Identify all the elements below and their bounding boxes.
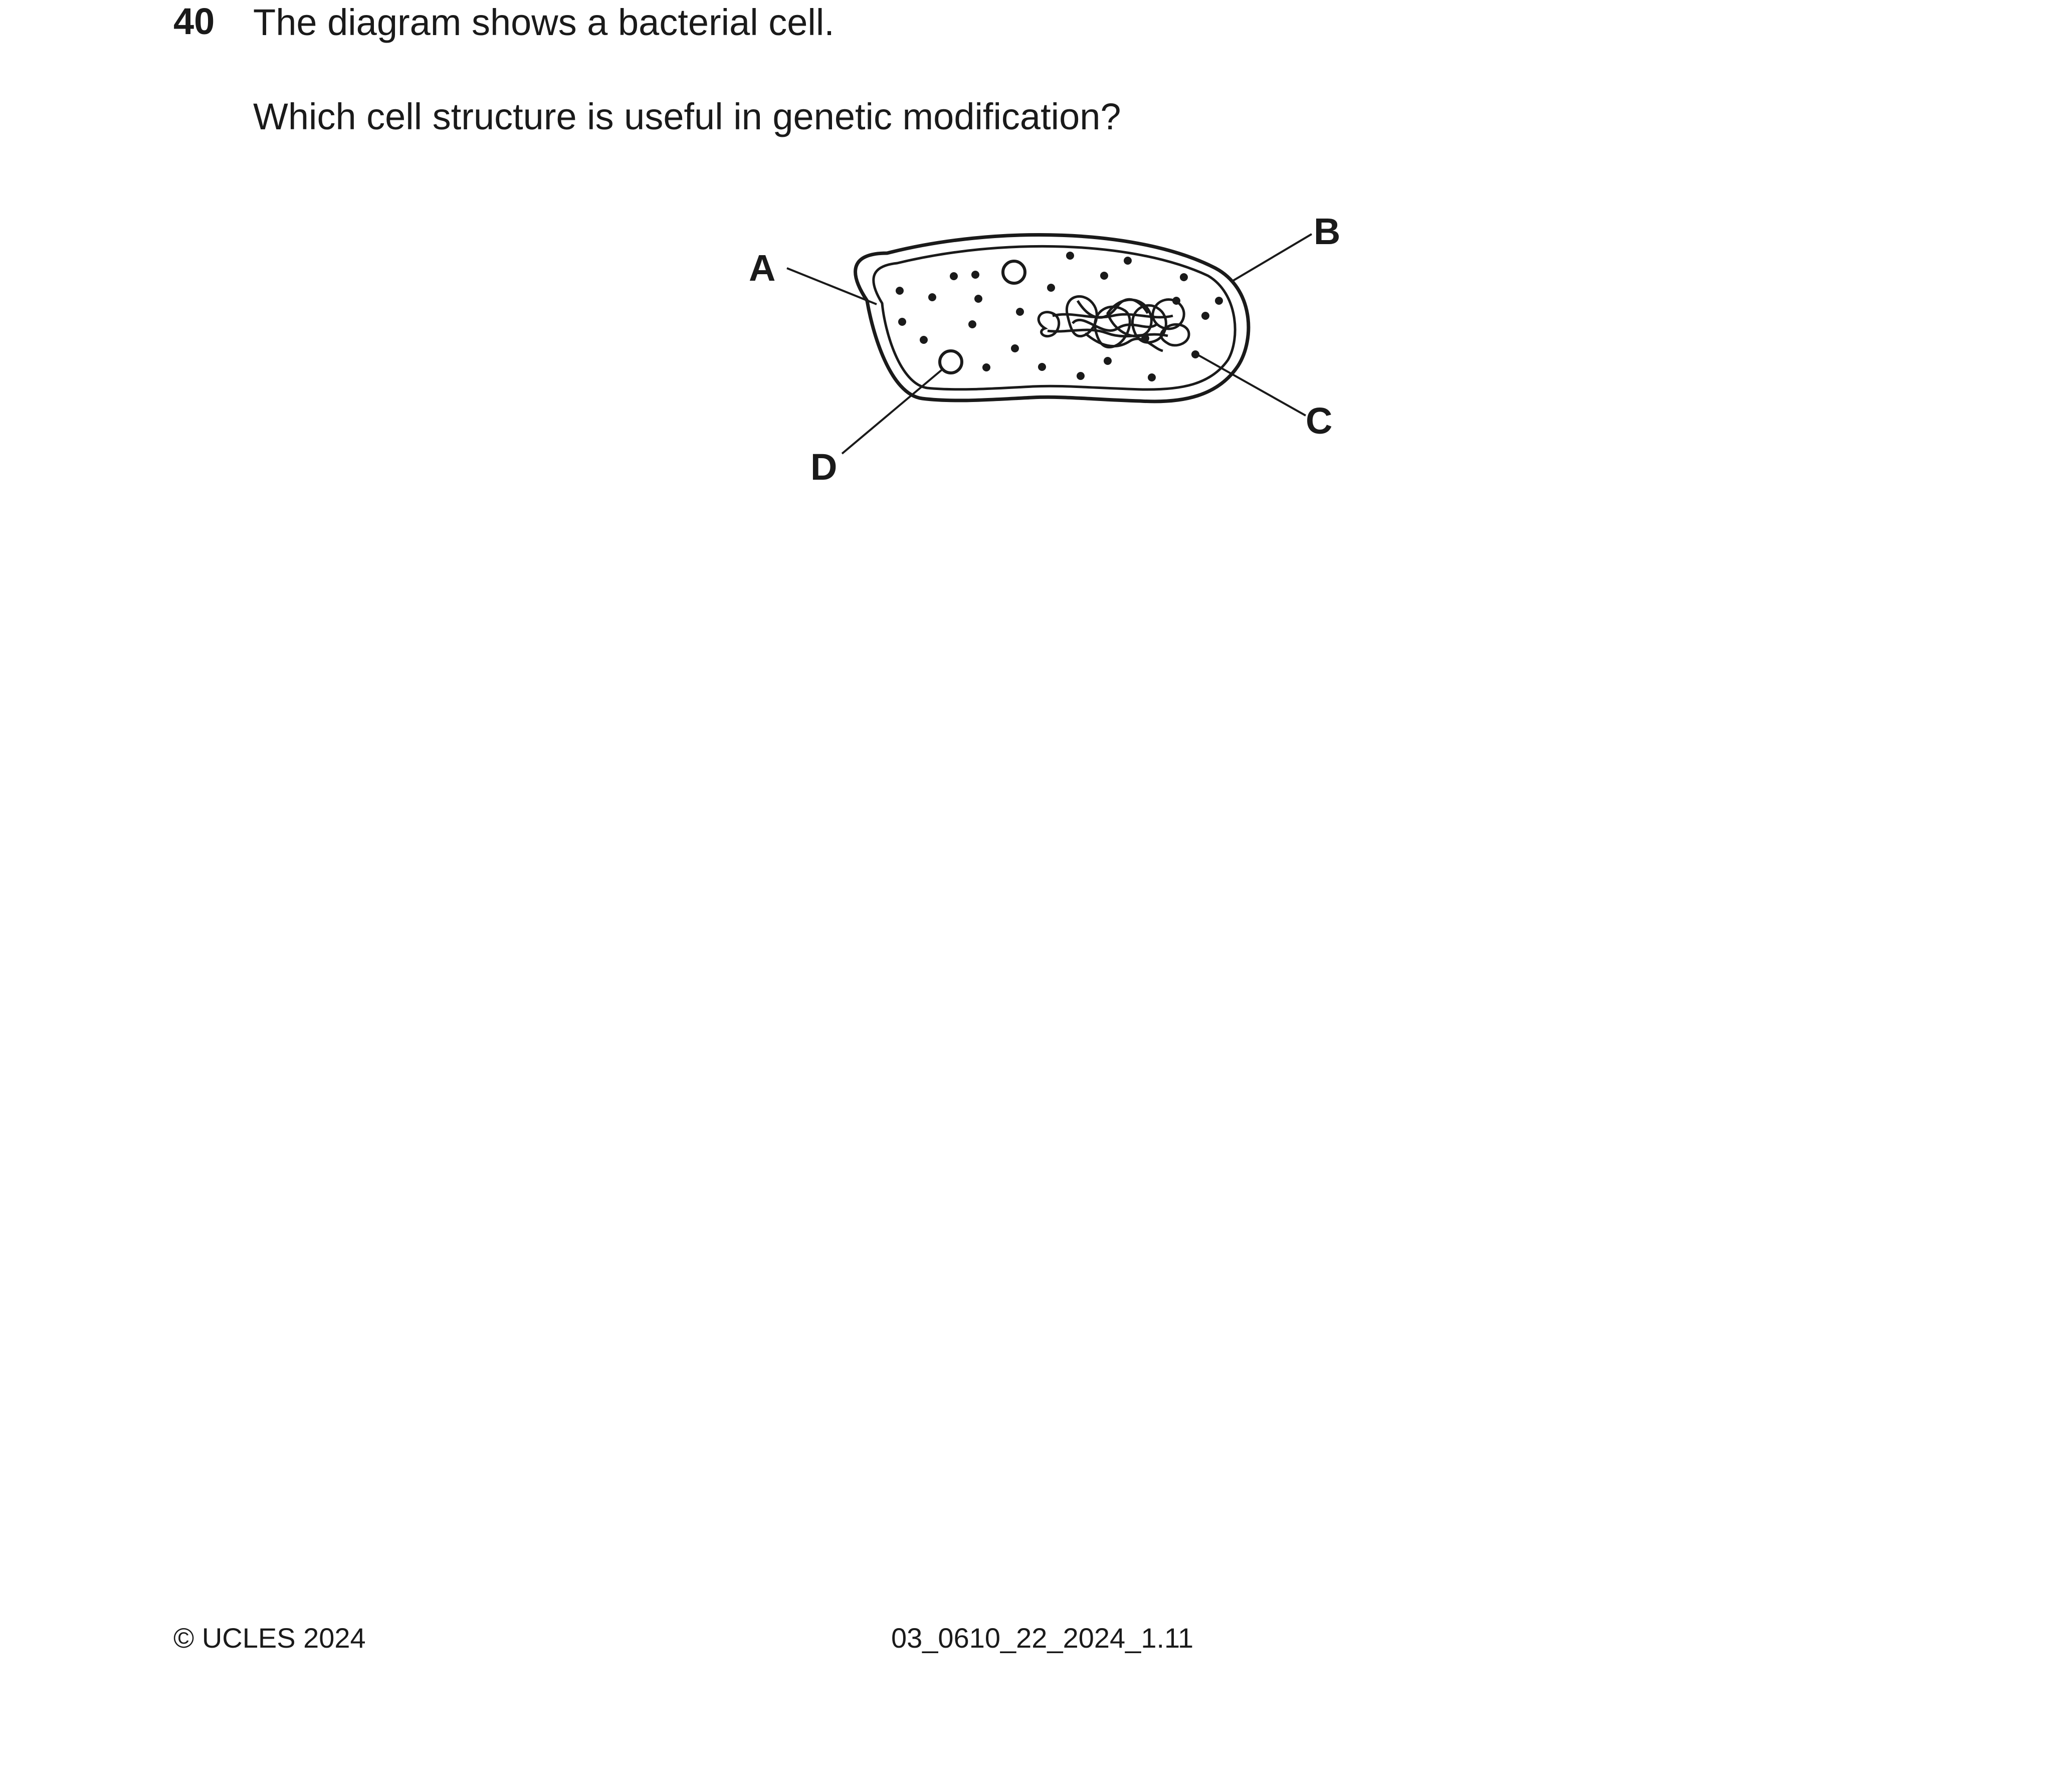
question-prompt: Which cell structure is useful in geneti… (253, 96, 1121, 137)
circular-dna (1037, 295, 1190, 352)
leader-lines (786, 233, 1313, 455)
cell-membrane (872, 245, 1236, 391)
leader-line-d (841, 368, 943, 455)
ribosomes (896, 252, 1223, 381)
copyright-notice: © UCLES 2024 (173, 1622, 366, 1654)
leader-line-a (786, 267, 877, 305)
bacterial-cell-diagram: A B C D (749, 211, 1340, 488)
plasmid (938, 349, 963, 374)
question-intro: The diagram shows a bacterial cell. (253, 2, 835, 43)
cell-wall (854, 233, 1251, 404)
label-c: C (1306, 400, 1332, 442)
label-d: D (810, 446, 837, 488)
label-a: A (749, 247, 775, 289)
leader-line-b (1232, 233, 1313, 282)
question-number: 40 (173, 1, 215, 42)
label-b: B (1314, 211, 1340, 252)
leader-line-c (1197, 354, 1306, 417)
plasmid (1001, 260, 1026, 285)
document-code: 03_0610_22_2024_1.11 (891, 1622, 1194, 1654)
